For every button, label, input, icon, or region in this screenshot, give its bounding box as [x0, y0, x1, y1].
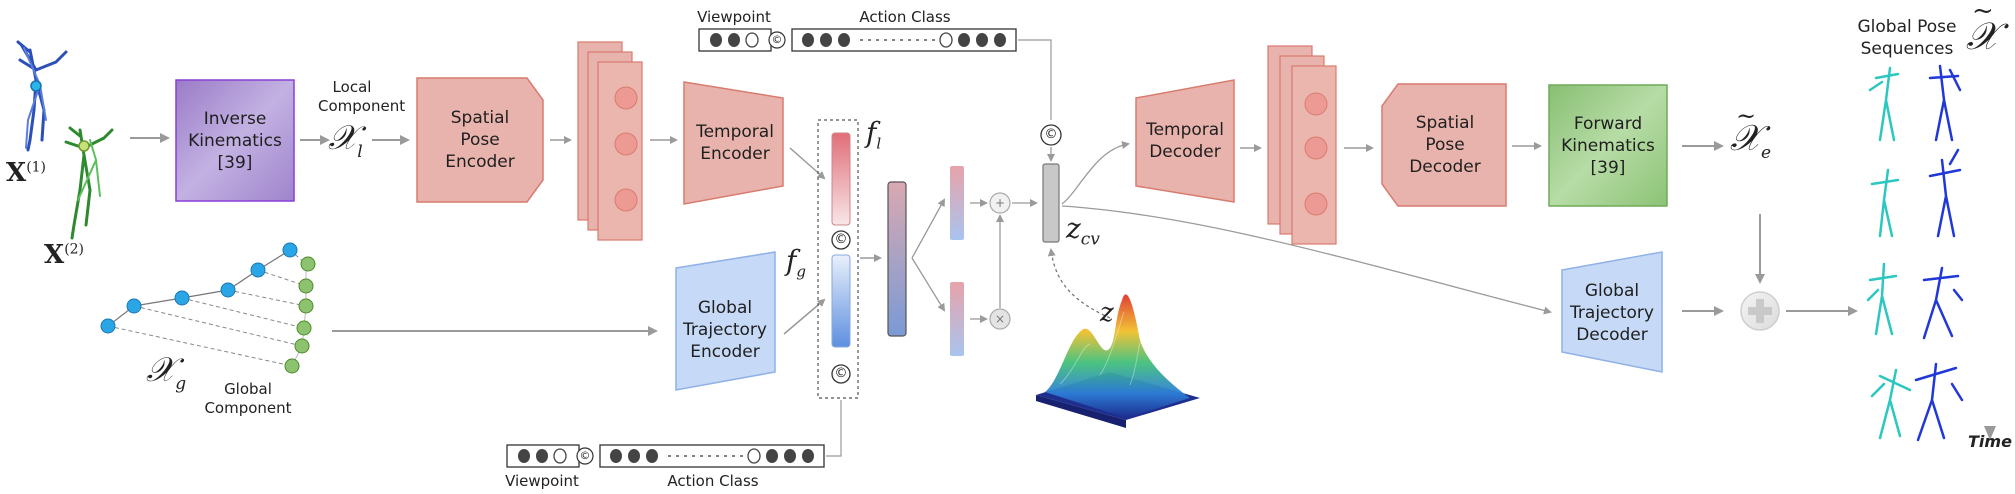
latent-feature-vector — [887, 181, 907, 337]
viewpoint-bottom-bar — [506, 444, 580, 468]
add-op — [989, 192, 1011, 214]
concat-symbol-zcv: © — [1044, 127, 1058, 142]
encoder-feature-stack — [577, 41, 643, 241]
x-e-label: 𝒳~e — [1730, 102, 1772, 164]
temporal-decoder-shape — [1135, 79, 1235, 203]
temporal-encoder-label: Temporal Encoder — [696, 122, 774, 164]
latent-distribution-plot — [1036, 294, 1200, 428]
f-l-vector — [831, 132, 851, 226]
global-component-label: Global Component — [204, 380, 292, 417]
multiply-op — [989, 308, 1011, 330]
spatial-pose-decoder-shape — [1381, 83, 1507, 207]
skeleton-2-icon — [64, 126, 114, 240]
time-label: Time — [1968, 432, 2012, 451]
spatial-pose-decoder-label: Spatial Pose Decoder — [1409, 113, 1481, 177]
spatial-pose-encoder-shape — [416, 77, 544, 203]
z-cv-label: zcv — [1066, 212, 1100, 250]
x-l-label: 𝒳l — [328, 118, 363, 162]
concat-symbol-top-bar: © — [771, 33, 783, 46]
z-cv-vector — [1042, 163, 1060, 243]
inverse-kinematics-label: Inverse Kinematics [39] — [188, 108, 282, 173]
action-class-bottom-bar — [599, 444, 825, 468]
z-label: z — [1100, 298, 1114, 328]
forward-kinematics-label: Forward Kinematics [39] — [1561, 113, 1655, 178]
mu-vector — [950, 166, 964, 240]
f-l-label: fl — [866, 116, 882, 153]
spatial-pose-encoder-label: Spatial Pose Encoder — [445, 108, 515, 172]
x-g-label: 𝒳g — [146, 350, 187, 394]
output-pose-sequences — [1866, 64, 1964, 442]
global-pose-sequences-label: Global Pose Sequences — [1857, 17, 1957, 59]
latent-concat-container — [817, 119, 859, 399]
x1-label: X(1) — [6, 158, 47, 188]
f-g-vector — [831, 254, 851, 348]
global-trajectory-encoder-label: Global Trajectory Encoder — [683, 298, 767, 362]
action-class-top-label: Action Class — [859, 8, 951, 26]
action-class-bottom-label: Action Class — [667, 472, 759, 490]
forward-kinematics-box — [1548, 84, 1668, 207]
combine-plus-icon — [1740, 291, 1780, 331]
concat-symbol-mid: © — [834, 232, 848, 247]
viewpoint-top-label: Viewpoint — [697, 8, 771, 26]
skeleton-1-icon — [16, 40, 68, 152]
viewpoint-top-bar — [698, 28, 772, 52]
local-component-label: Local Component — [318, 78, 406, 115]
f-g-label: fg — [786, 244, 806, 281]
action-class-top-bar — [791, 28, 1017, 52]
sigma-vector — [950, 282, 964, 356]
inverse-kinematics-box — [175, 79, 295, 202]
global-trajectory-encoder-shape — [675, 251, 776, 391]
temporal-encoder-shape — [683, 81, 784, 205]
concat-symbol-bottom: © — [834, 366, 848, 381]
viewpoint-bottom-label: Viewpoint — [505, 472, 579, 490]
plus-symbol: + — [994, 196, 1006, 210]
times-symbol: × — [994, 312, 1006, 326]
x-tilde-label: 𝒳~ — [1966, 0, 1999, 58]
global-trajectory-decoder-label: Global Trajectory Decoder — [1570, 281, 1654, 345]
x2-label: X(2) — [44, 240, 85, 270]
global-trajectory-decoder-shape — [1561, 251, 1663, 373]
temporal-decoder-label: Temporal Decoder — [1146, 120, 1224, 162]
global-component-trajectory — [100, 242, 316, 374]
decoder-feature-stack — [1267, 45, 1337, 245]
concat-symbol-bottom-bar: © — [579, 449, 591, 462]
